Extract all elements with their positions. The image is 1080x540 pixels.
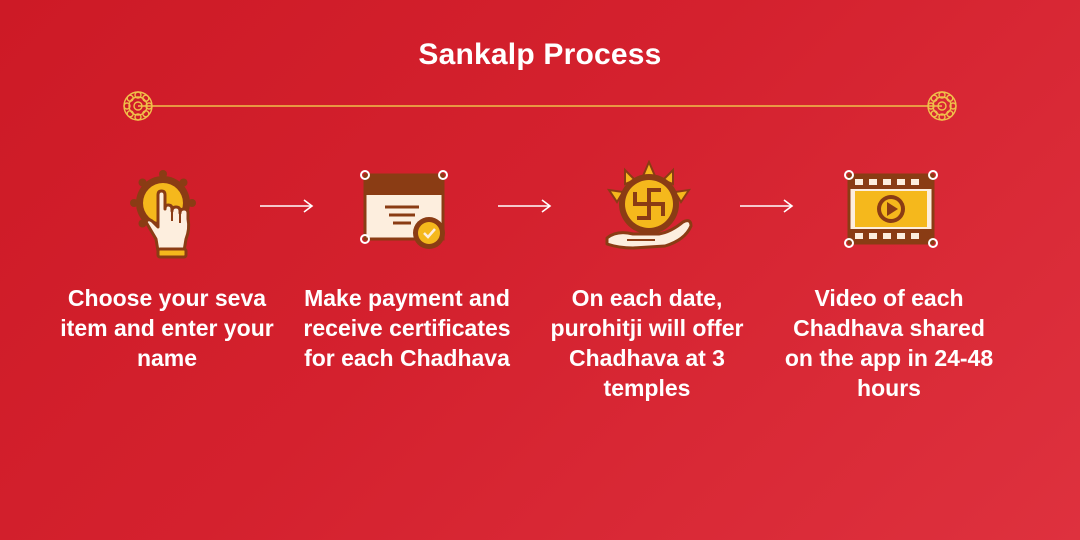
step-2-text: Make payment and receive certificates fo… [303, 285, 511, 371]
swastika-offering-icon [605, 160, 693, 250]
step-1-text: Choose your seva item and enter your nam… [60, 285, 274, 371]
step-4-text: Video of each Chadhava shared on the app… [784, 285, 994, 401]
arrow-right-icon [260, 199, 314, 213]
step-3-text: On each date, purohitji will offer Chadh… [550, 285, 744, 401]
certificate-icon [360, 170, 448, 249]
page-title: Sankalp Process [418, 38, 662, 71]
video-play-icon [844, 170, 938, 248]
arrow-right-icon [740, 199, 794, 213]
hand-pointer-icon [130, 170, 196, 259]
ornamental-divider [123, 91, 957, 121]
right-mandala-icon [927, 91, 957, 121]
arrow-right-icon [498, 199, 552, 213]
left-mandala-icon [123, 91, 153, 121]
